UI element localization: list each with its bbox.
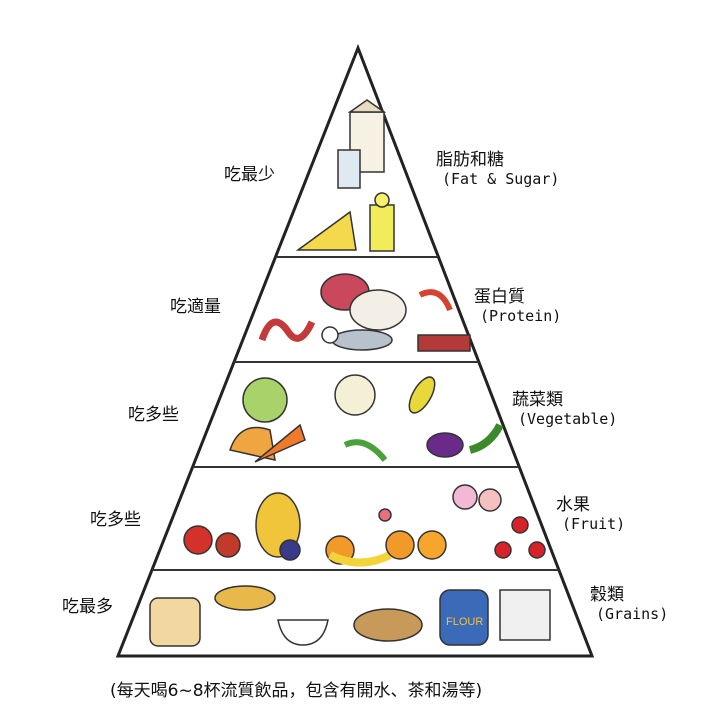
tier-label-vegetable: 蔬菜類 (Vegetable)	[512, 390, 617, 428]
tier-name-en: (Vegetable)	[518, 410, 618, 429]
cauliflower-icon	[334, 374, 376, 416]
cherry-icon	[378, 508, 392, 522]
tier-name-zh: 脂肪和糖	[436, 150, 504, 170]
tier-name-en: (Fruit)	[562, 515, 626, 534]
pyramid-outline	[115, 43, 595, 658]
glass-icon	[337, 149, 361, 189]
sausage-icon	[258, 318, 316, 342]
tier-name-en: (Fat & Sugar)	[442, 170, 560, 189]
tier-amount-vegetable: 吃多些	[128, 405, 179, 425]
cookies-icon	[214, 585, 276, 611]
cereal-box-icon	[499, 589, 551, 641]
tier-amount-protein: 吃適量	[170, 297, 221, 317]
grain-foods: FLOUR	[149, 585, 551, 647]
fat-sugar-foods	[295, 99, 395, 252]
carrot-icon	[254, 423, 306, 463]
tier-name-en: (Protein)	[480, 307, 562, 326]
tier-name-zh: 水果	[556, 495, 590, 515]
flour-bag-icon	[439, 589, 489, 646]
bacon-icon	[417, 334, 471, 352]
cheese-icon	[295, 210, 357, 251]
fruit-foods	[183, 484, 546, 567]
cabbage-icon	[242, 377, 288, 423]
tier-name-zh: 穀類	[590, 585, 624, 605]
tier-label-grains: 穀類 (Grains)	[590, 585, 668, 623]
flour-label: FLOUR	[446, 616, 483, 628]
bread-icon	[149, 597, 201, 647]
grapes-icon	[279, 539, 301, 561]
egg-icon	[321, 326, 339, 344]
protein-foods	[258, 273, 471, 352]
strawberry-icon	[511, 516, 529, 534]
peach-icon	[452, 484, 478, 510]
chicken-icon	[349, 289, 407, 331]
lemonade-icon	[369, 204, 395, 252]
shrimp-icon	[418, 289, 453, 312]
tomato-icon	[215, 532, 241, 558]
fish-icon	[331, 329, 393, 351]
tier-label-fruit: 水果 (Fruit)	[556, 495, 625, 533]
tier-name-zh: 蔬菜類	[512, 390, 563, 410]
tier-amount-grains: 吃最多	[62, 597, 113, 617]
peas-icon	[343, 439, 388, 462]
fluid-intake-footnote: (每天喝6~8杯流質飲品，包含有開水、茶和湯等)	[110, 681, 483, 701]
noodles-icon	[353, 608, 423, 642]
tier-amount-fat-sugar: 吃最少	[224, 165, 275, 185]
tier-amount-fruit: 吃多些	[90, 510, 141, 530]
tier-label-fat-sugar: 脂肪和糖 (Fat & Sugar)	[436, 150, 559, 188]
rice-bowl-icon	[277, 619, 329, 646]
banana-icon	[328, 551, 392, 567]
apple-icon	[183, 525, 213, 555]
vegetable-foods	[229, 374, 504, 463]
tier-label-protein: 蛋白質 (Protein)	[474, 287, 561, 325]
eggplant-icon	[426, 432, 464, 458]
cucumber-icon	[468, 423, 504, 454]
pumpkin-icon	[229, 426, 276, 461]
corn-icon	[408, 376, 436, 414]
tier-name-en: (Grains)	[596, 605, 669, 624]
tier-name-zh: 蛋白質	[474, 287, 525, 307]
